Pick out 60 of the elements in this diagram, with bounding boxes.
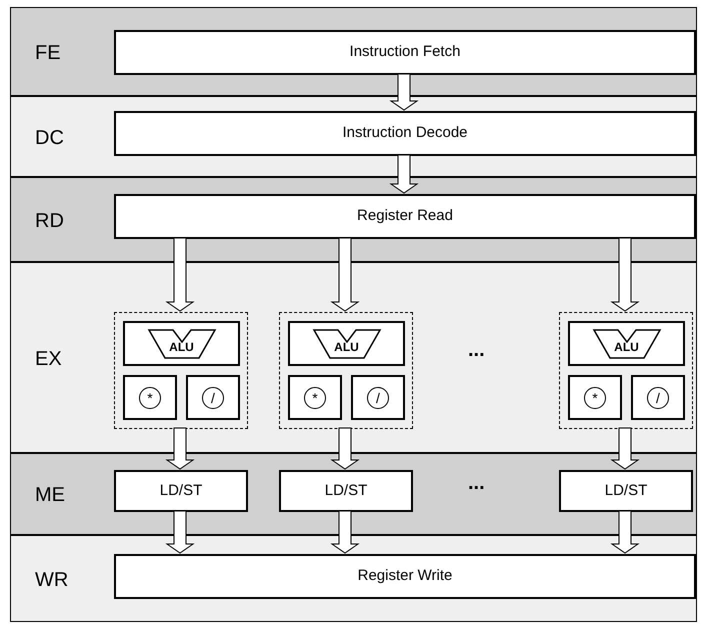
- box-label: LD/ST: [604, 482, 648, 500]
- stage-band: [10, 7, 697, 96]
- operator-symbol: *: [584, 386, 606, 408]
- execution-unit-group: [559, 312, 693, 429]
- operator-symbol: /: [367, 386, 389, 408]
- operator-symbol: *: [304, 386, 326, 408]
- stage-label: ME: [35, 485, 65, 505]
- box-label: LD/ST: [160, 482, 202, 500]
- block-arrow: [610, 428, 640, 470]
- block-arrow: [389, 74, 419, 111]
- alu-label: ALU: [168, 340, 195, 352]
- alu-label: ALU: [333, 340, 360, 352]
- stage-band: [10, 262, 697, 453]
- stage-band: [10, 96, 697, 177]
- block-arrow: [330, 238, 360, 312]
- operation-box: [351, 375, 405, 420]
- execution-unit-group: [279, 312, 413, 429]
- box-label: Register Write: [358, 567, 452, 586]
- stage-label: RD: [35, 210, 64, 230]
- operation-box: [288, 375, 342, 420]
- block-arrow: [165, 428, 195, 470]
- block-arrow: [330, 428, 360, 470]
- process-box: [114, 111, 696, 156]
- stage-label: WR: [35, 570, 68, 590]
- stage-band: [10, 453, 697, 535]
- alu-box: [568, 321, 685, 366]
- operation-box: [631, 375, 685, 420]
- stage-label: FE: [35, 42, 61, 62]
- stage-label: EX: [35, 348, 62, 368]
- execution-unit-group: [114, 312, 248, 429]
- alu-box: [288, 321, 405, 366]
- box-label: LD/ST: [324, 482, 368, 500]
- block-arrow: [330, 510, 360, 554]
- operation-box: [568, 375, 622, 420]
- operation-box: [186, 375, 240, 420]
- process-box: [114, 194, 696, 239]
- alu-label: ALU: [613, 340, 640, 352]
- load-store-box: [279, 470, 413, 512]
- block-arrow: [610, 510, 640, 554]
- stage-band: [10, 177, 697, 262]
- operator-symbol: *: [139, 386, 161, 408]
- operation-box: [123, 375, 177, 420]
- ellipsis-label: ...: [468, 340, 485, 360]
- block-arrow: [165, 238, 195, 312]
- block-arrow: [610, 238, 640, 312]
- stage-label: DC: [35, 128, 64, 148]
- alu-box: [123, 321, 240, 366]
- box-label: Register Read: [357, 207, 453, 226]
- process-box: [114, 554, 696, 599]
- load-store-box: [114, 470, 248, 512]
- box-label: Instruction Decode: [342, 124, 468, 143]
- operator-symbol: /: [202, 386, 224, 408]
- process-box: [114, 30, 696, 75]
- operator-symbol: /: [647, 386, 669, 408]
- stage-band: [10, 535, 697, 622]
- ellipsis-label: ...: [468, 473, 485, 493]
- load-store-box: [559, 470, 693, 512]
- block-arrow: [165, 510, 195, 554]
- box-label: Instruction Fetch: [350, 43, 460, 62]
- block-arrow: [389, 154, 419, 194]
